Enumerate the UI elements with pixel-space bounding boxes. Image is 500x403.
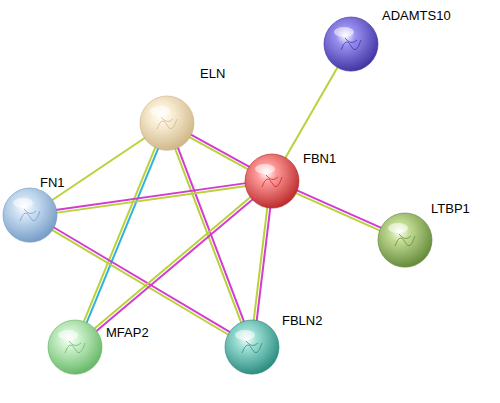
evidence-line	[52, 137, 146, 200]
protein-node: ADAMTS10	[323, 16, 379, 72]
protein-label: FBN1	[302, 151, 337, 166]
evidence-line	[86, 148, 158, 324]
evidence-line	[189, 137, 248, 170]
evidence-line	[296, 190, 381, 228]
sphere-icon	[244, 153, 300, 209]
interaction-edge	[295, 190, 382, 231]
evidence-line	[94, 197, 251, 329]
sphere-icon	[224, 319, 280, 375]
protein-node: ELN	[139, 95, 195, 151]
evidence-line	[257, 207, 271, 321]
sphere-icon	[139, 95, 195, 151]
evidence-line	[52, 230, 229, 335]
interaction-edge	[83, 146, 158, 323]
evidence-line	[96, 199, 253, 331]
evidence-line	[285, 67, 338, 159]
protein-node: FBN1	[244, 153, 300, 209]
interaction-edge	[94, 197, 253, 332]
protein-label: FN1	[39, 175, 66, 190]
evidence-line	[254, 207, 268, 321]
protein-label: MFAP2	[105, 325, 150, 340]
sphere-icon	[47, 319, 103, 375]
evidence-line	[295, 193, 380, 231]
protein-label: ELN	[199, 66, 226, 81]
interaction-edge	[56, 183, 247, 213]
evidence-line	[56, 183, 247, 210]
protein-node: MFAP2	[47, 319, 103, 375]
evidence-line	[53, 227, 230, 332]
protein-node: LTBP1	[377, 212, 433, 268]
evidence-line	[190, 134, 249, 167]
sphere-icon	[2, 187, 58, 243]
evidence-line	[56, 186, 247, 213]
interaction-edge	[189, 134, 250, 169]
protein-label: FBLN2	[281, 313, 323, 328]
interaction-edge	[285, 67, 338, 159]
sphere-icon	[377, 212, 433, 268]
interaction-edge	[52, 137, 146, 200]
sphere-icon	[323, 16, 379, 72]
protein-label: LTBP1	[430, 201, 471, 216]
interaction-edge	[52, 227, 231, 335]
protein-node: FBLN2	[224, 319, 280, 375]
evidence-line	[83, 146, 155, 322]
protein-label: ADAMTS10	[381, 8, 452, 23]
protein-node: FN1	[2, 187, 58, 243]
interaction-edge	[254, 207, 271, 322]
